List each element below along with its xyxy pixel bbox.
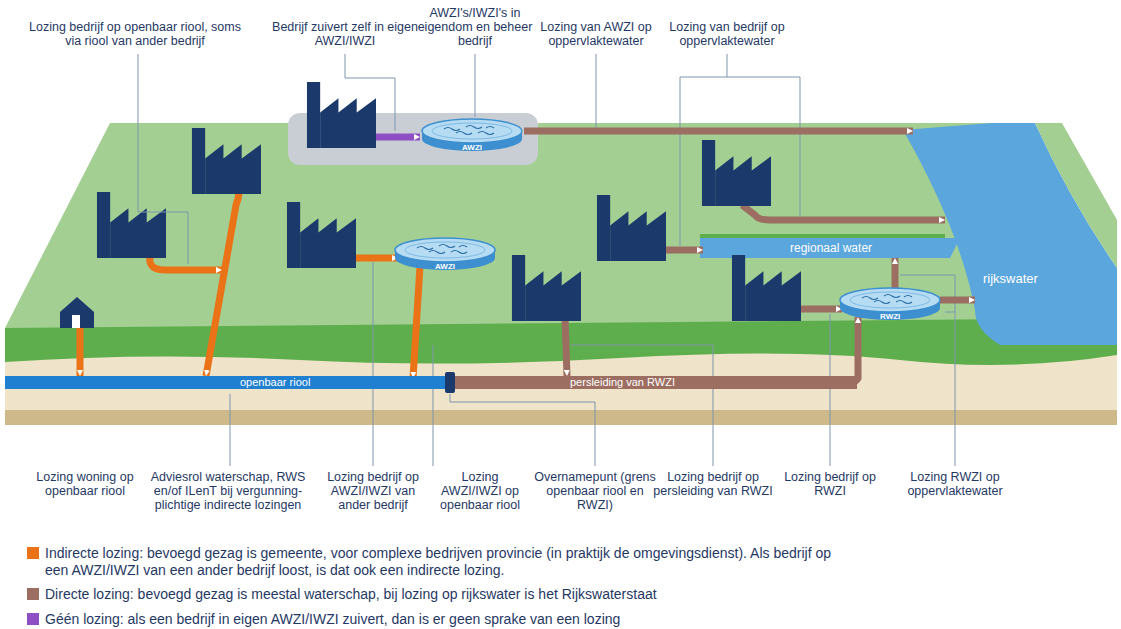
callout-text: Lozing woning op openbaar riool: [20, 470, 150, 498]
water-name: regionaal water: [790, 240, 872, 256]
factories: [97, 82, 801, 321]
callout-text: Overnamepunt (grens openbaar riool en RW…: [530, 470, 660, 512]
river-bank: [1035, 123, 1117, 268]
callout-text: Lozing van AWZI op oppervlaktewater: [511, 20, 681, 48]
callout-text: Lozing bedrijf op persleiding van RWZI: [643, 470, 783, 498]
illustration-part: [680, 54, 727, 246]
callout-text: Bedrijf zuivert zelf in eigen AWZI/IWZI: [270, 20, 420, 48]
pipe-name: openbaar riool: [240, 376, 310, 389]
leader-lines: [138, 54, 955, 466]
illustration-part: [97, 192, 166, 258]
illustration-part: [417, 245, 467, 254]
pipe-connector: [854, 317, 858, 383]
illustration-part: [230, 394, 231, 466]
treatment-plant: AWZI: [393, 236, 497, 272]
pipe-name: persleiding van RWZI: [570, 376, 675, 389]
illustration-part: [422, 119, 522, 143]
illustration-part: [60, 297, 94, 328]
illustration-part: [405, 242, 485, 258]
water-name: rijkswater: [983, 271, 1038, 287]
illustration-part: [287, 202, 356, 268]
soil: [5, 353, 1117, 425]
callout-text: Lozing AWZI/IWZI op openbaar riool: [430, 470, 530, 512]
house: [60, 297, 94, 328]
treatment-plant: RWZI: [838, 286, 942, 322]
regional-water-bank: [700, 234, 945, 238]
illustration-part: [77, 328, 84, 376]
sewer-pipe: openbaar riool: [5, 376, 445, 389]
pipe-connector: [892, 258, 899, 292]
soil-bottom: [5, 410, 1117, 425]
illustration-part: [475, 54, 476, 117]
illustration-part: [945, 312, 955, 313]
handover-point: [445, 372, 455, 393]
plant-name: RWZI: [880, 312, 900, 321]
legend-text: Géén lozing: als een bedrijf in eigen AW…: [45, 611, 835, 628]
pipe-connector: [413, 266, 420, 378]
legend-text: Indirecte lozing: bevoegd gezag is gemee…: [45, 545, 835, 579]
callout-text: Lozing bedrijf op RWZI: [784, 470, 876, 498]
callout-text: Lozing bedrijf op openbaar riool, soms v…: [28, 20, 243, 48]
illustration-part: [432, 123, 512, 139]
illustration-part: [206, 180, 239, 376]
illustration-part: [732, 255, 801, 321]
water-body: regionaal water: [700, 238, 950, 258]
sewer-pipe: persleiding van RWZI: [455, 376, 857, 389]
illustration-part: [433, 345, 434, 466]
illustration-part: [596, 54, 597, 133]
illustration-part: [512, 255, 581, 321]
illustration-part: [444, 126, 494, 135]
illustration-part: [373, 262, 374, 466]
callout-text: Lozing RWZI op oppervlaktewater: [890, 470, 1020, 498]
legend-text: Directe lozing: bevoegd gezag is meestal…: [45, 586, 835, 603]
illustration-part: [840, 288, 940, 312]
illustration-part: [138, 54, 188, 264]
illustration-part: [450, 394, 595, 466]
illustration-part: [395, 238, 495, 262]
callout-text: Lozing bedrijf op AWZI/IWZI van ander be…: [317, 470, 429, 512]
illustration-part: [571, 345, 713, 466]
illustration-part: [72, 315, 80, 328]
illustration-part: [742, 205, 945, 220]
legend-swatch: [27, 588, 39, 600]
illustration-part: [862, 295, 912, 304]
illustration-part: [192, 128, 261, 194]
illustration-part: [850, 292, 930, 308]
callout-text: AWZI's/IWZI's in eigendom en beheer bedr…: [410, 6, 540, 48]
illustration-part: [307, 82, 376, 148]
illustration-part: [565, 318, 567, 376]
pipe-connector: [940, 297, 975, 304]
pipe-connector: [524, 128, 913, 135]
legend-swatch: [27, 613, 39, 625]
illustration-part: [830, 314, 831, 466]
callout-text: Adviesrol waterschap, RWS en/of ILenT bi…: [143, 470, 313, 512]
illustration-part: [597, 195, 666, 261]
illustration-part: [702, 140, 771, 206]
plant-name: AWZI: [435, 262, 455, 271]
treatment-plant: AWZI: [420, 117, 524, 153]
ground-front: [5, 318, 1117, 425]
illustration-part: [345, 54, 395, 131]
plant-name: AWZI: [462, 143, 482, 152]
legend-swatch: [27, 547, 39, 559]
callout-text: Lozing van bedrijf op oppervlaktewater: [642, 20, 812, 48]
illustration-part: [727, 77, 800, 216]
